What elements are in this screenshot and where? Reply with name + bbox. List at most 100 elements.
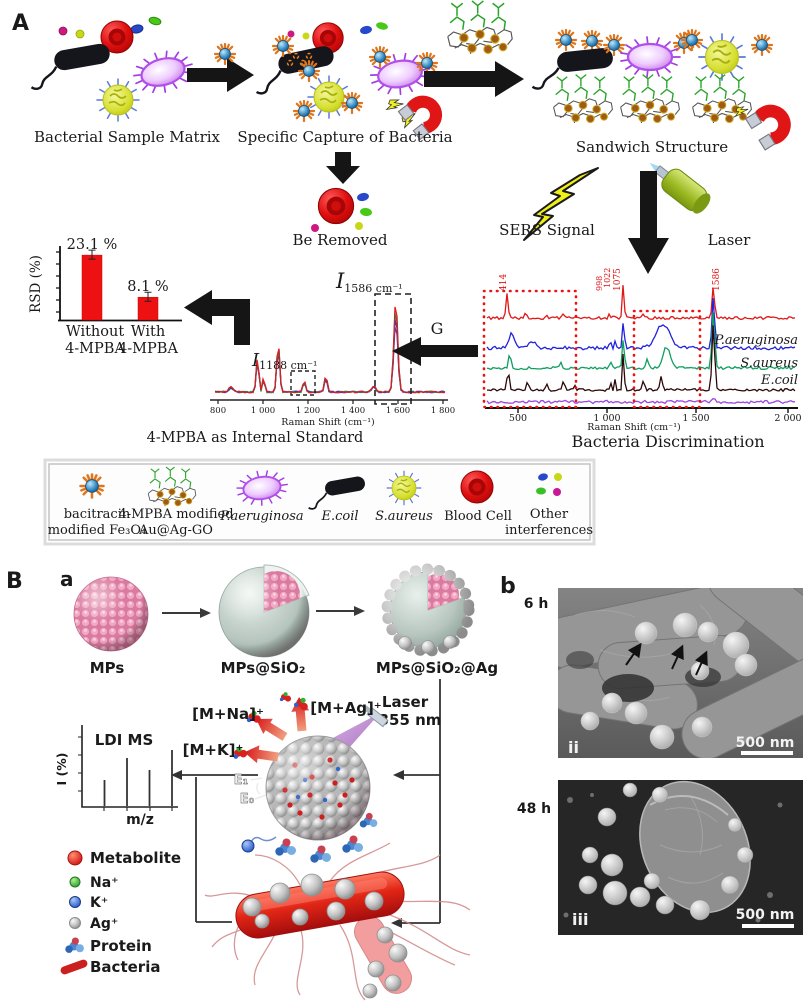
anchored-ion xyxy=(241,839,255,853)
legend-blood-cell: Blood Cell xyxy=(444,509,512,524)
mps-sphere xyxy=(73,576,149,652)
rsd-bar-chart: RSD (%) 23.1 % 8.1 % Without 4-MPBA With… xyxy=(28,237,182,357)
linker-squiggle xyxy=(250,836,277,843)
arrow-to-spectra xyxy=(628,171,669,274)
disc-caption: Bacteria Discrimination xyxy=(571,432,764,451)
panel-b-legend: Metabolite Na⁺ K⁺ Ag⁺ Protein Bacteria xyxy=(60,849,181,976)
stage-label-mps-sio2: MPs@SiO₂ xyxy=(221,659,306,677)
sem-tag-iii: iii xyxy=(572,910,588,929)
arrowhead-into-sphere xyxy=(393,770,404,780)
legend-ecoil: E.coil xyxy=(320,509,358,524)
legend-other-line1: Other xyxy=(530,507,569,522)
trace-label-ecoil: E.coil xyxy=(760,373,798,388)
discrimination-plot: 414 998 1022 1075 1586 P.aeruginosa S.au… xyxy=(482,268,802,451)
arrowhead-into-bacteria xyxy=(391,918,402,928)
sem-scale-6h: 500 nm xyxy=(736,735,795,751)
dotted-box-low-region xyxy=(482,289,578,409)
legend-protein: Protein xyxy=(90,937,152,955)
legend-na: Na⁺ xyxy=(90,875,119,891)
caption-sers-signal: SERS Signal xyxy=(499,221,595,239)
sem-image-48h: iii 500 nm xyxy=(558,780,803,935)
scene-sandwich-structure xyxy=(528,28,792,150)
disc-tick-1500: 1 500 xyxy=(682,413,709,424)
caption-specific-capture: Specific Capture of Bacteria xyxy=(237,128,452,146)
ldi-ylabel: I (%) xyxy=(54,753,69,786)
panel-b: B a MPs MPs@SiO₂ MPs@SiO₂@Ag LDI MS I (%… xyxy=(6,563,803,1001)
legend-4mpba-line2: Au@Ag-GO xyxy=(138,523,213,538)
laser-device-icon xyxy=(649,162,711,214)
legend-paeruginosa: P.aeruginosa xyxy=(219,509,303,524)
sem-time-48h: 48 h xyxy=(517,801,551,817)
arrowhead-into-ldi xyxy=(171,770,182,780)
ldi-title: LDI MS xyxy=(95,731,154,749)
std-tick-1600: 1 600 xyxy=(386,406,410,416)
disc-tick-1000: 1 000 xyxy=(593,413,620,424)
arrow-matrix-to-capture xyxy=(187,58,254,92)
arrow-capture-down xyxy=(326,152,360,184)
legend-k: K⁺ xyxy=(90,895,108,911)
laser-355-line2: 355 nm xyxy=(379,711,442,729)
std-tick-1800: 1 800 xyxy=(431,406,455,416)
stage-label-mps-sio2-ag: MPs@SiO₂@Ag xyxy=(376,659,498,677)
panel-b-sub-a-label: a xyxy=(60,567,74,591)
annotation-1586: I1586 cm⁻¹ xyxy=(335,269,403,295)
dashed-box-1188 xyxy=(290,370,316,396)
disc-tick-500: 500 xyxy=(509,413,527,424)
legend-bacteria: Bacteria xyxy=(90,958,160,976)
annotation-1188: I1188 cm⁻¹ xyxy=(251,350,317,372)
mps-sio2-ag-sphere xyxy=(381,563,475,657)
disc-xlabel: Raman Shift (cm⁻¹) xyxy=(587,422,680,433)
ldi-ms-plot: LDI MS I (%) m/z xyxy=(54,725,178,828)
panel-a: A Bacterial Sample Matrix Specific Captu… xyxy=(12,0,802,546)
ag-nanoshell-sphere xyxy=(265,735,371,841)
std-caption: 4-MPBA as Internal Standard xyxy=(147,430,364,446)
peak-label-1586: 1586 xyxy=(712,268,722,291)
std-tick-1400: 1 400 xyxy=(341,406,365,416)
disc-tick-2000: 2 000 xyxy=(774,413,801,424)
energy-level-marks xyxy=(250,777,267,800)
ldi-xlabel: m/z xyxy=(126,812,154,828)
caption-sandwich: Sandwich Structure xyxy=(576,138,728,156)
sem-scale-48h: 500 nm xyxy=(736,907,795,923)
ion-label-k: [M+K]⁺ xyxy=(183,741,244,759)
ag-ion-icon xyxy=(69,917,81,929)
bar-value-with: 8.1 % xyxy=(127,279,168,295)
laser-355-line1: Laser xyxy=(382,693,429,711)
peak-label-1075: 1075 xyxy=(613,268,623,291)
legend-metabolite: Metabolite xyxy=(90,849,181,867)
laser-nozzle-icon xyxy=(363,705,389,728)
bar-cat1-line2: 4-MPBA xyxy=(65,341,125,357)
peak-label-414: 414 xyxy=(499,274,509,291)
scene-be-removed xyxy=(311,187,372,232)
caption-be-removed: Be Removed xyxy=(292,231,387,249)
panel-b-label: B xyxy=(6,569,23,594)
energy-label-e1: E₁ xyxy=(234,773,249,788)
na-ion-icon xyxy=(69,876,81,888)
legend-other-line2: interferences xyxy=(505,523,593,538)
legend-bacitracin-line1: bacitracin xyxy=(64,507,131,522)
std-tick-1000: 1 000 xyxy=(251,406,275,416)
arrow-capture-to-sandwich xyxy=(424,61,524,97)
std-tick-800: 800 xyxy=(210,406,226,416)
legend-bacitracin-line2: modified Fe₃O₄ xyxy=(48,523,147,538)
k-ion-icon xyxy=(69,896,81,908)
arrow-disc-to-std xyxy=(392,337,478,366)
legend-4mpba-line1: 4-MPBA modified xyxy=(118,507,233,522)
arrowhead-2 xyxy=(354,606,365,616)
g-label: G xyxy=(431,319,444,338)
sem-time-6h: 6 h xyxy=(524,596,549,612)
mps-sio2-sphere xyxy=(218,564,310,658)
panel-a-legend: bacitracin modified Fe₃O₄ 4-MPBA modifie… xyxy=(43,458,596,546)
bar-cat2-line2: 4-MPBA xyxy=(118,341,178,357)
bar-cat2-line1: With xyxy=(131,324,165,340)
caption-sample-matrix: Bacterial Sample Matrix xyxy=(34,128,221,146)
std-tick-1200: 1 200 xyxy=(296,406,320,416)
caption-laser: Laser xyxy=(708,231,751,249)
bacterium-with-nanoparticles xyxy=(204,842,471,1001)
panel-b-sub-b-label: b xyxy=(500,574,516,599)
bar-cat1-line1: Without xyxy=(66,324,125,340)
sem-image-6h: ii 500 nm xyxy=(558,588,803,758)
stage-label-mps: MPs xyxy=(90,659,125,677)
bacteria-icon xyxy=(60,959,88,975)
